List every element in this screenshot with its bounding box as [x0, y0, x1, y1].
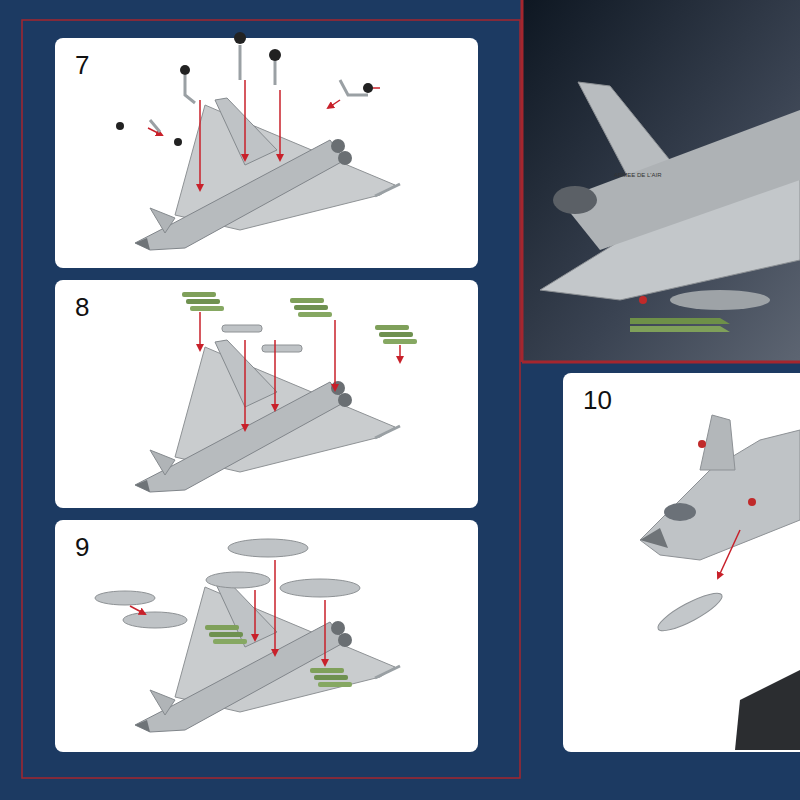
step-number: 8	[75, 294, 89, 320]
step-panel: 7	[55, 38, 478, 268]
tail-marking: ARMEE DE L'AIR	[614, 172, 662, 178]
step-panel: 10	[563, 373, 800, 752]
step-number: 7	[75, 52, 89, 78]
step-panel: 8	[55, 280, 478, 508]
step-panel: 9	[55, 520, 478, 752]
step-number: 9	[75, 534, 89, 560]
step-number: 10	[583, 387, 612, 413]
